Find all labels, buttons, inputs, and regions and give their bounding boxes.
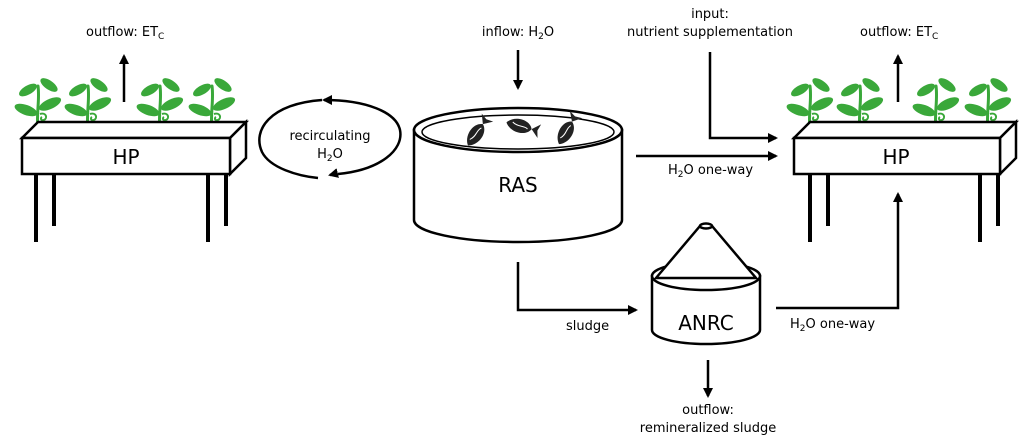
anrc-cone (653, 224, 759, 280)
hp-left-box (20, 136, 232, 176)
oneway-bottom-label: H2O one-way (790, 317, 875, 334)
oneway-top-label: H2O one-way (668, 163, 753, 180)
sludge-label: sludge (566, 319, 609, 334)
hp-left-label: HP (112, 145, 139, 169)
recirculation-loop: recirculating H2O (258, 95, 402, 180)
recirc-arc-right (322, 95, 402, 176)
hp-right-label: HP (882, 145, 909, 169)
anrc-body (650, 274, 762, 346)
input-label-line2: nutrient supplementation (627, 25, 793, 40)
outflow-bottom-line1: outflow: (682, 403, 734, 418)
ras-water-surface (421, 114, 615, 150)
anrc-label: ANRC (678, 311, 734, 335)
ras-label: RAS (498, 173, 537, 197)
input-label-line1: input: (691, 7, 729, 22)
sludge-arrow (516, 262, 638, 315)
hp-left-top (18, 120, 250, 140)
recirc-arc-left (258, 98, 323, 180)
ras-tank-body (412, 128, 624, 244)
inflow-label: inflow: H2O (482, 25, 554, 42)
outflow-bottom-line2: remineralized sludge (640, 421, 776, 436)
hp-right-box (792, 136, 1002, 176)
anrc-reactor: ANRC (650, 222, 762, 346)
hp-right-unit: HP (783, 74, 1020, 242)
recirc-label-line1: recirculating (289, 129, 370, 144)
recirc-arrow-bottom (328, 168, 339, 178)
input-arrow (708, 52, 778, 143)
oneway-bottom-arrow (776, 192, 903, 310)
outflow-right-label: outflow: ETC (860, 25, 938, 42)
outflow-left-label: outflow: ETC (86, 25, 164, 42)
ras-tank: RAS (412, 106, 624, 244)
recirc-label-line2: H2O (317, 147, 343, 164)
anrc-cone-tip (698, 222, 714, 230)
hp-right-top (790, 120, 1020, 140)
hp-left-unit: HP (11, 74, 250, 242)
